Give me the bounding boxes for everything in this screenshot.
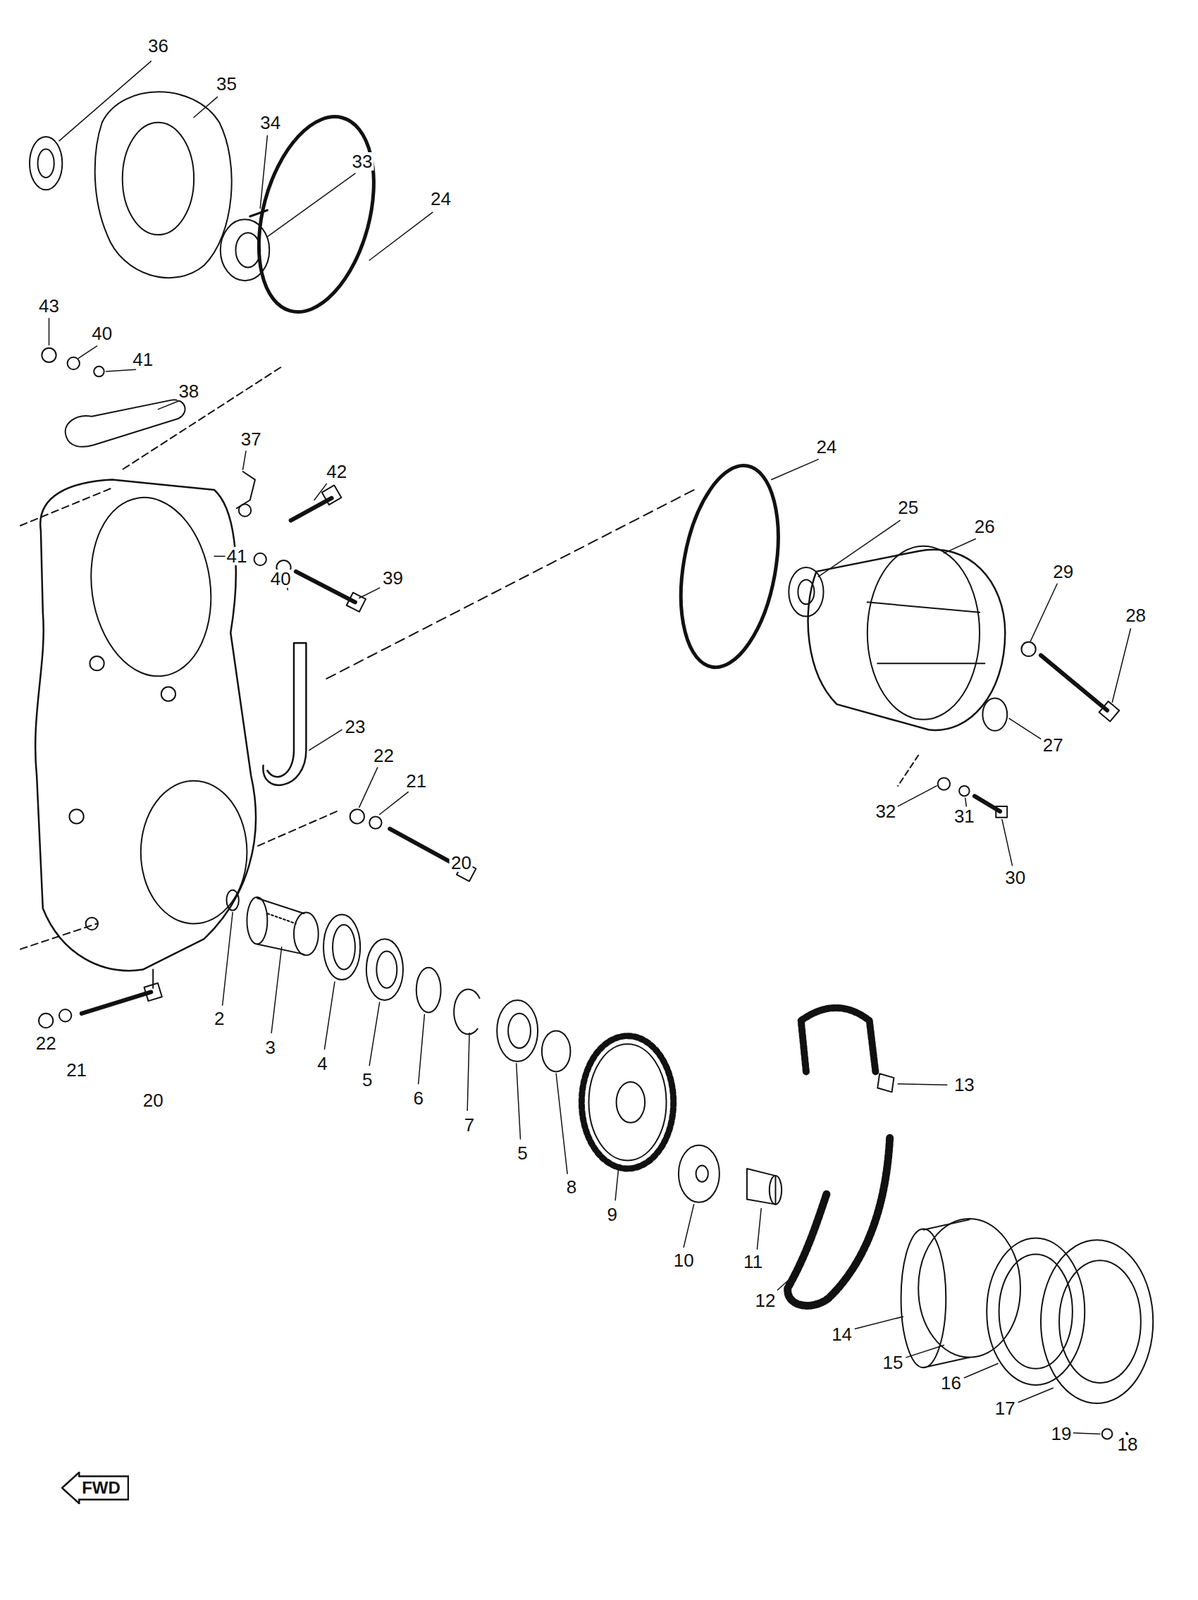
oil-seal: [788, 567, 824, 617]
direction-arrow: FWD: [61, 1471, 129, 1504]
bolt: [81, 991, 151, 1013]
callout-number: 22: [34, 1033, 58, 1053]
callout-number: 38: [176, 381, 201, 401]
callout-number: 11: [742, 1252, 764, 1271]
callout-number: 28: [1124, 606, 1148, 625]
bracket: [236, 471, 256, 509]
callout-number: 36: [146, 36, 170, 55]
callout-number: 10: [672, 1250, 696, 1270]
callout-number: 13: [952, 1075, 977, 1094]
callout-number: 5: [360, 1070, 374, 1089]
callout-number: 42: [324, 462, 349, 481]
callout-number: 19: [1049, 1424, 1073, 1443]
callout-number: 29: [1051, 562, 1075, 581]
callout-number: 27: [1041, 735, 1065, 755]
callout-number: 22: [372, 746, 396, 765]
chain: [787, 1138, 891, 1306]
callout-number: 2: [212, 1009, 226, 1028]
callout-number: 3: [263, 1038, 277, 1057]
oil-seal: [29, 136, 63, 190]
housing: [808, 549, 1006, 731]
arrow-shape: [62, 1472, 129, 1504]
callout-number: 8: [565, 1177, 578, 1196]
callout-number: 7: [462, 1115, 476, 1134]
callout-number: 16: [939, 1373, 963, 1392]
callout-number: 24: [429, 189, 453, 208]
callout-number: 20: [449, 853, 473, 872]
callout-number: 41: [224, 546, 249, 566]
bolt: [295, 571, 356, 602]
washer: [1102, 1428, 1113, 1439]
callout-number: 5: [515, 1143, 529, 1163]
oil-pipe: [262, 642, 306, 786]
callout-number: 21: [404, 771, 428, 790]
callout-number: 17: [993, 1398, 1017, 1418]
callout-number: 30: [1003, 868, 1027, 887]
case-cover: [35, 479, 256, 971]
leader-lines: [49, 61, 1132, 1435]
bolt: [291, 498, 332, 521]
circlip: [453, 989, 480, 1035]
bearing-cover: [95, 91, 232, 278]
washer: [982, 697, 1008, 731]
callout-number: 4: [315, 1054, 329, 1073]
arrow-label: FWD: [81, 1479, 121, 1497]
callout-number: 9: [606, 1205, 619, 1224]
o-ring: [238, 104, 394, 325]
plate-washer: [678, 1145, 720, 1203]
plate: [65, 399, 186, 447]
callout-number: 23: [343, 717, 367, 736]
callout-number: 32: [873, 801, 898, 821]
callout-number: 34: [258, 113, 282, 132]
callout-number: 31: [952, 806, 977, 826]
bolt: [1040, 655, 1108, 711]
washer: [416, 967, 442, 1013]
nut: [41, 348, 56, 363]
dowel-pin: [250, 210, 268, 217]
bearing: [496, 999, 538, 1062]
callout-number: 35: [214, 74, 239, 94]
callout-number: 15: [881, 1353, 905, 1372]
sprocket: [581, 1035, 673, 1169]
callout-number: 24: [814, 437, 838, 456]
callout-number: 6: [411, 1088, 425, 1108]
callout-number: 33: [350, 152, 375, 171]
callout-number: 41: [131, 350, 155, 369]
callout-number: 14: [830, 1324, 854, 1344]
bearing: [366, 938, 404, 1000]
callout-number: 43: [37, 296, 61, 316]
callout-number: 39: [381, 568, 405, 588]
callout-number: 25: [896, 498, 920, 517]
chain: [801, 1007, 876, 1072]
callout-number: 12: [754, 1291, 778, 1310]
callout-number: 18: [1116, 1434, 1140, 1454]
callout-number: 40: [90, 324, 114, 343]
callout-number: 37: [239, 429, 263, 449]
cover-plate: [1040, 1239, 1153, 1404]
callout-number: 20: [141, 1090, 165, 1110]
callout-number: 26: [973, 517, 997, 536]
sleeve: [257, 897, 305, 955]
callout-number: 40: [269, 569, 293, 588]
o-ring: [666, 458, 793, 676]
callout-number: 21: [64, 1060, 89, 1079]
collar: [226, 890, 239, 911]
chain-link: [877, 1073, 894, 1092]
oil-seal: [323, 914, 361, 980]
washer: [541, 1030, 571, 1072]
